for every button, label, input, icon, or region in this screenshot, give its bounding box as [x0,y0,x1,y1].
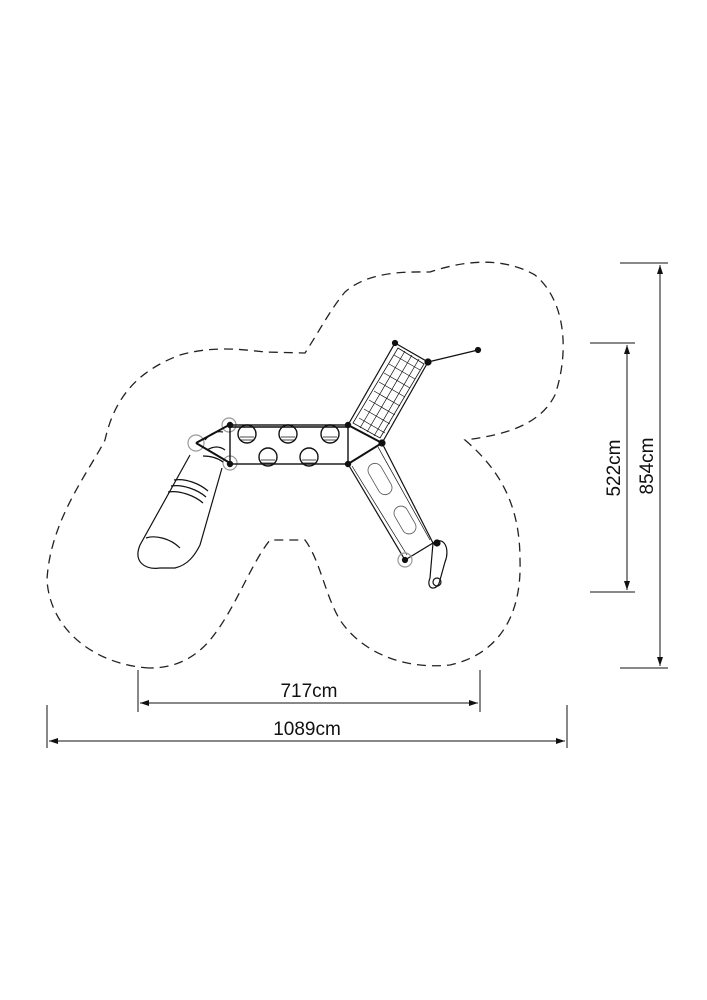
dimension-safety-width [46,705,568,748]
ramp-bridge [347,442,448,589]
dimension-equipment-depth [590,342,635,593]
equipment-depth-label: 522cm [604,439,625,496]
equipment-width-label: 717cm [280,681,337,702]
safety-area-boundary [46,261,564,669]
dimension-equipment-width [137,670,481,712]
platform-stepping-pods [226,421,352,468]
dimension-safety-depth [620,262,668,669]
safety-width-label: 1089cm [273,719,341,740]
tube-slide [137,417,238,569]
climbing-net [347,339,482,465]
safety-depth-label: 854cm [637,437,658,494]
